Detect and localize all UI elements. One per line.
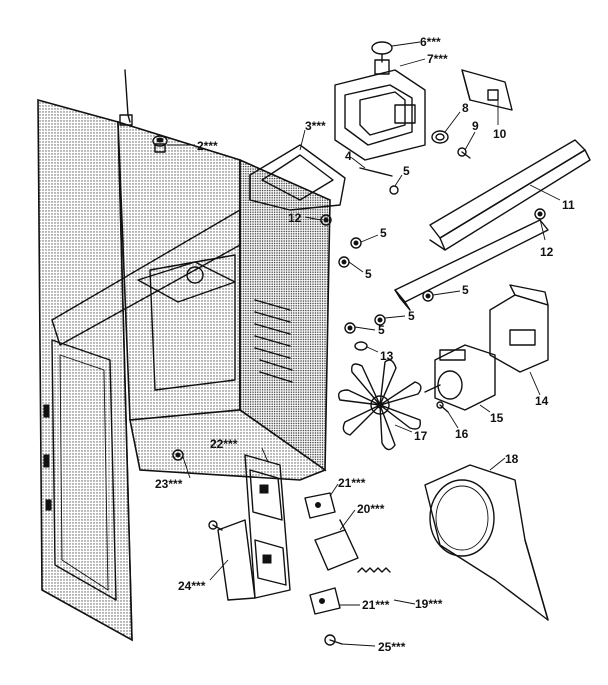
label-part-11: 11 xyxy=(562,198,575,212)
label-part-5a: 5 xyxy=(403,164,410,178)
grommet-2 xyxy=(152,135,168,153)
label-part-14: 14 xyxy=(535,394,549,408)
screw-9 xyxy=(457,147,471,159)
label-part-5f: 5 xyxy=(408,309,415,323)
label-part-10: 10 xyxy=(493,127,507,141)
cavity-side-panel xyxy=(51,69,331,481)
label-part-16: 16 xyxy=(455,427,469,441)
lower-bracket-rail xyxy=(394,219,549,311)
label-part-2: 2*** xyxy=(197,139,218,153)
label-part-18: 18 xyxy=(505,452,519,466)
screw-5e xyxy=(344,322,356,334)
label-part-12b: 12 xyxy=(540,245,554,259)
screw-24 xyxy=(208,520,223,531)
label-part-5e: 5 xyxy=(378,323,385,337)
switch-21b xyxy=(309,587,341,615)
magnetron xyxy=(334,41,426,161)
motor-bracket-14 xyxy=(489,284,549,373)
label-part-4: 4 xyxy=(345,149,352,163)
screw-16 xyxy=(436,401,449,413)
switch-21a xyxy=(304,492,336,519)
label-part-5d: 5 xyxy=(462,283,469,297)
label-part-21a: 21*** xyxy=(338,476,366,490)
label-part-5b: 5 xyxy=(380,226,387,240)
label-part-24: 24*** xyxy=(178,579,206,593)
washer-13 xyxy=(354,341,368,351)
label-part-17: 17 xyxy=(414,429,428,443)
label-part-8: 8 xyxy=(462,101,469,115)
fan-blade-17 xyxy=(337,359,422,451)
label-part-5c: 5 xyxy=(365,267,372,281)
screw-12b xyxy=(534,208,546,220)
capacitor-8 xyxy=(431,130,449,144)
label-part-15: 15 xyxy=(490,411,504,425)
label-part-21b: 21*** xyxy=(362,598,390,612)
screw-23 xyxy=(172,449,184,461)
spring-19 xyxy=(357,567,391,573)
screw-5d xyxy=(422,290,434,302)
label-part-23: 23*** xyxy=(155,477,183,491)
screw-5a xyxy=(389,185,399,195)
vent-slots xyxy=(254,299,293,383)
fan-motor-15 xyxy=(424,344,496,411)
front-frame-panel xyxy=(37,98,133,642)
switch-20 xyxy=(314,519,359,571)
label-part-3: 3*** xyxy=(305,119,326,133)
label-part-22: 22*** xyxy=(210,437,238,451)
label-part-7: 7*** xyxy=(427,52,448,66)
label-part-9: 9 xyxy=(472,119,479,133)
screw-5c xyxy=(338,256,350,268)
bracket-10 xyxy=(461,69,513,111)
fan-shroud-18 xyxy=(424,464,549,621)
label-part-20: 20*** xyxy=(357,502,385,516)
leader-lines xyxy=(167,41,561,647)
label-part-19: 19*** xyxy=(415,597,443,611)
label-part-12a: 12 xyxy=(288,211,302,225)
screw-5f xyxy=(374,314,386,326)
air-guide-3 xyxy=(249,144,346,211)
rod-4 xyxy=(359,167,393,177)
rail-11 xyxy=(429,139,591,251)
label-part-25: 25*** xyxy=(378,640,406,654)
part-labels: 6*** 7*** 2*** 3*** 8 9 10 4 5 11 12 12 … xyxy=(155,35,575,654)
screw-25 xyxy=(324,634,343,646)
screw-5b xyxy=(350,237,362,249)
label-part-13: 13 xyxy=(380,349,394,363)
label-part-6: 6*** xyxy=(420,35,441,49)
